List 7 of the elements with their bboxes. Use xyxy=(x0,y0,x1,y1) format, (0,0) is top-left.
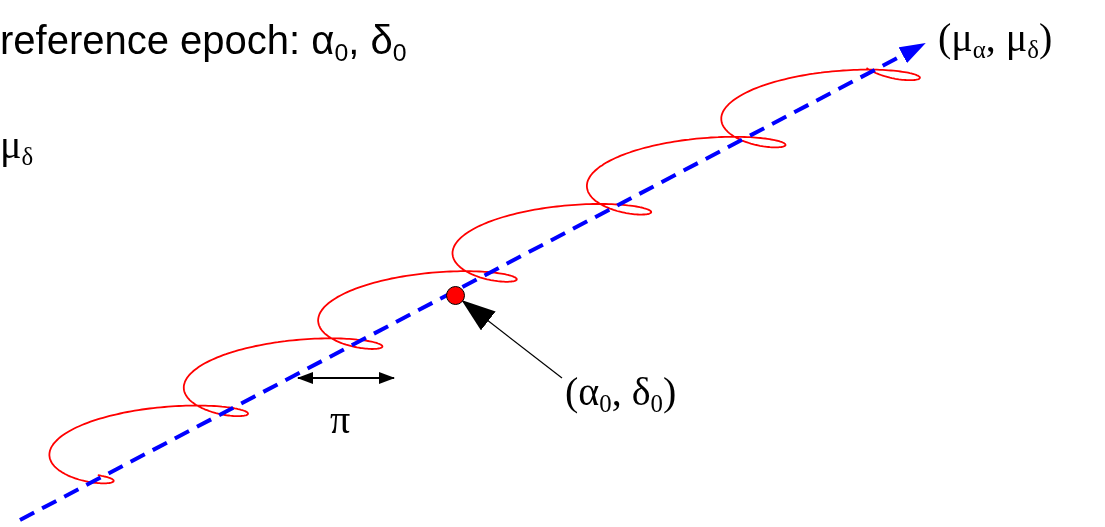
star-dot xyxy=(446,286,465,305)
leader-arrow xyxy=(461,300,563,379)
title-label: reference epoch: α$_{0}$, δ$_{0}$ xyxy=(0,20,407,67)
proper-motion-label: (μ$_{α}$, μ$_{δ}$) xyxy=(938,18,1053,64)
parallax-label: π xyxy=(330,400,351,440)
position-label: (α$_{0}$, δ$_{0}$) xyxy=(565,372,677,418)
axis-label: μ$_{δ}$ xyxy=(0,125,34,171)
